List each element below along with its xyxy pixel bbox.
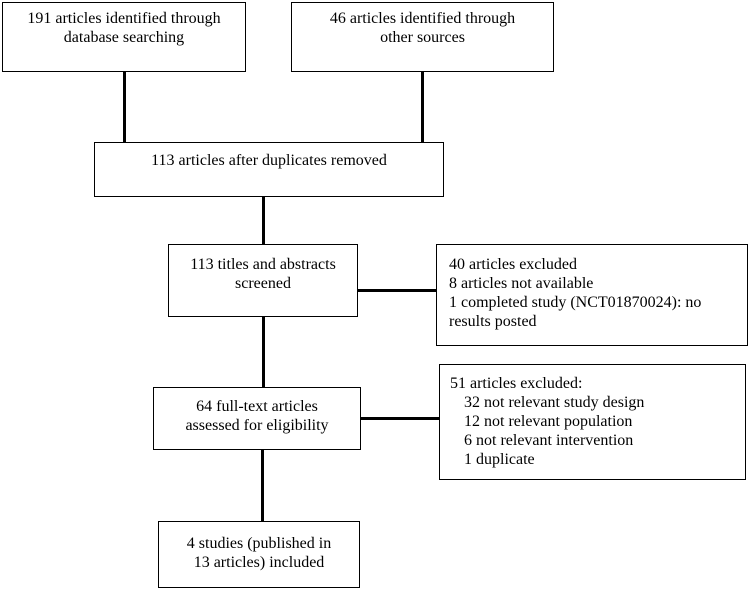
connector-screened-to-fulltext	[262, 316, 265, 388]
box-line: assessed for eligibility	[185, 417, 329, 434]
box-line: 46 articles identified through	[329, 10, 516, 27]
connector-fulltext-to-included	[261, 449, 264, 522]
connector-screened-to-excluded	[357, 289, 436, 292]
connector-dedup-to-screened	[262, 196, 265, 245]
exclusion-item: 12 not relevant population	[464, 413, 633, 430]
box-duplicates-removed: 113 articles after duplicates removed	[94, 142, 444, 197]
connector-db-to-dedup	[123, 71, 126, 143]
box-line: database searching	[63, 29, 185, 46]
box-excluded-screening: 40 articles excluded 8 articles not avai…	[436, 244, 748, 346]
box-other-sources: 46 articles identified through other sou…	[291, 2, 554, 72]
connector-fulltext-to-excluded	[360, 417, 439, 420]
box-line: other sources	[380, 29, 465, 46]
box-line: 4 studies (published in	[186, 535, 332, 552]
exclusion-item: 6 not relevant intervention	[464, 432, 634, 449]
box-line: 64 full-text articles	[196, 398, 318, 415]
box-line: 40 articles excluded	[449, 256, 577, 273]
box-studies-included: 4 studies (published in 13 articles) inc…	[158, 521, 360, 588]
box-line: results posted	[449, 313, 537, 330]
box-titles-abstracts-screened: 113 titles and abstracts screened	[168, 244, 358, 317]
box-line: 1 completed study (NCT01870024): no	[449, 294, 702, 311]
box-excluded-full-text: 51 articles excluded: 32 not relevant st…	[439, 364, 746, 480]
box-line: 113 articles after duplicates removed	[151, 152, 387, 169]
box-database-searching: 191 articles identified through database…	[2, 2, 246, 72]
exclusion-item: 32 not relevant study design	[464, 394, 645, 411]
box-full-text-assessed: 64 full-text articles assessed for eligi…	[153, 387, 361, 450]
box-line: 191 articles identified through	[27, 10, 221, 27]
box-line: 113 titles and abstracts	[190, 256, 336, 273]
box-line: screened	[235, 275, 291, 292]
exclusion-item: 1 duplicate	[464, 451, 535, 468]
connector-other-to-dedup	[421, 71, 424, 143]
box-line: 13 articles) included	[193, 554, 325, 571]
box-title: 51 articles excluded:	[450, 375, 583, 392]
box-line: 8 articles not available	[449, 275, 594, 292]
